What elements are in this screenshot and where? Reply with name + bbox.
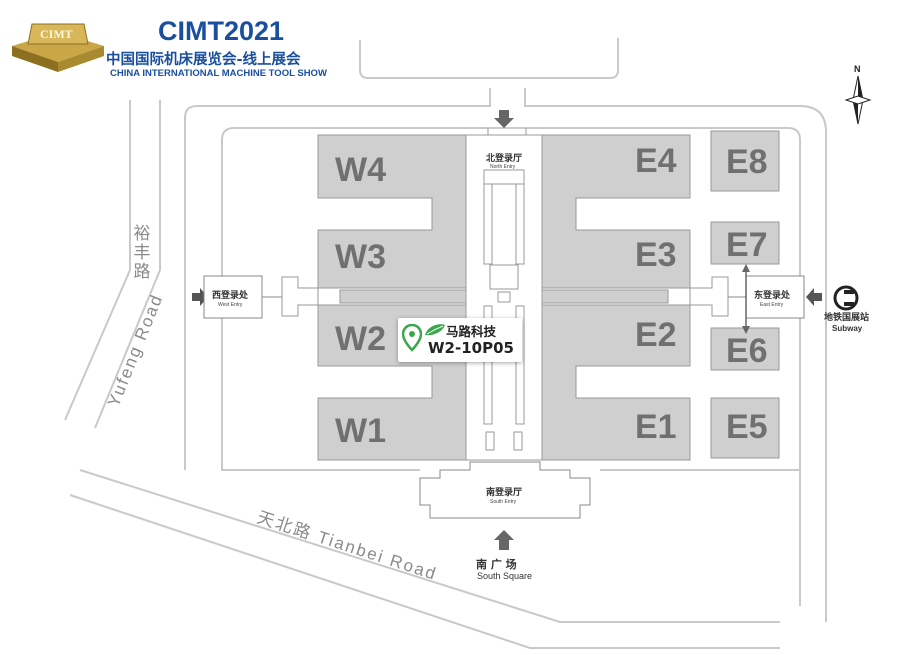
compass-n-label: N (854, 64, 861, 74)
south-entry-en: South Entry (490, 499, 517, 505)
hall-w1-label: W1 (335, 412, 386, 450)
road-network (64, 38, 827, 649)
booth-company-name: 马路科技 (446, 324, 497, 339)
logo-subtitle-en: CHINA INTERNATIONAL MACHINE TOOL SHOW (110, 68, 327, 79)
west-entry: 西登录处 West Entry (192, 275, 282, 319)
map-pin-icon (402, 324, 422, 352)
booth-code: W2-10P05 (428, 339, 514, 357)
south-entry-label: 南登录厅 (486, 486, 522, 498)
south-entry: 南登录厅 South Entry 南 广 场 South Square (419, 461, 591, 581)
south-square-label: 南 广 场 (476, 557, 517, 571)
hall-e8-label: E8 (726, 143, 768, 181)
hall-e2-label: E2 (635, 316, 677, 354)
hall-e2-e1-shape (541, 304, 691, 461)
tianbei-road: 天北路 Tianbei Road (255, 508, 440, 584)
subway-en: Subway (832, 324, 863, 333)
booth-marker[interactable]: 马路科技 W2-10P05 (398, 318, 522, 362)
hall-w2-label: W2 (335, 320, 386, 358)
hall-e6-shape (710, 327, 780, 371)
logo-title: CIMT2021 (158, 16, 285, 46)
hall-w3-label: W3 (335, 238, 386, 276)
subway-label: 地铁国展站 (824, 311, 869, 323)
hall-e7-label: E7 (726, 226, 768, 264)
hall-e5-shape (710, 397, 780, 459)
north-entry: 北登录厅 North Entry (486, 110, 522, 170)
north-compass: N (844, 64, 872, 125)
hall-e8-shape (710, 130, 780, 192)
hall-e3-label: E3 (635, 236, 677, 274)
emblem-text: CIMT (40, 27, 73, 41)
east-halls (541, 130, 780, 461)
cimt-emblem: CIMT (12, 23, 104, 72)
hall-w4-label: W4 (335, 151, 386, 189)
hall-e4-e3-shape (541, 134, 691, 289)
hall-e7-shape (710, 221, 780, 265)
logo-subtitle-cn: 中国国际机床展览会-线上展会 (106, 52, 301, 68)
south-square-en: South Square (477, 571, 532, 581)
north-entry-label: 北登录厅 (486, 152, 522, 164)
cimt-logo: CIMT CIMT2021 中国国际机床展览会-线上展会 CHINA INTER… (8, 10, 348, 85)
east-entry-label: 东登录处 (754, 289, 791, 301)
east-entry: 东登录处 East Entry (728, 264, 822, 334)
hall-e5-label: E5 (726, 408, 768, 446)
hall-labels: W4 W3 W2 W1 E4 E3 E2 E1 E8 E7 E6 E5 (335, 142, 768, 450)
north-entry-en: North Entry (490, 164, 516, 170)
hall-e6-label: E6 (726, 332, 768, 370)
west-entry-en: West Entry (218, 302, 243, 308)
connectors (281, 127, 729, 461)
hall-e4-label: E4 (635, 142, 677, 180)
subway-station: 地铁国展站 Subway (824, 285, 869, 333)
yufeng-road-cn: 裕丰路 (131, 224, 151, 281)
east-entry-en: East Entry (760, 302, 784, 308)
west-entry-label: 西登录处 (212, 289, 249, 301)
hall-e1-label: E1 (635, 408, 677, 446)
leaf-logo-icon (425, 324, 445, 336)
